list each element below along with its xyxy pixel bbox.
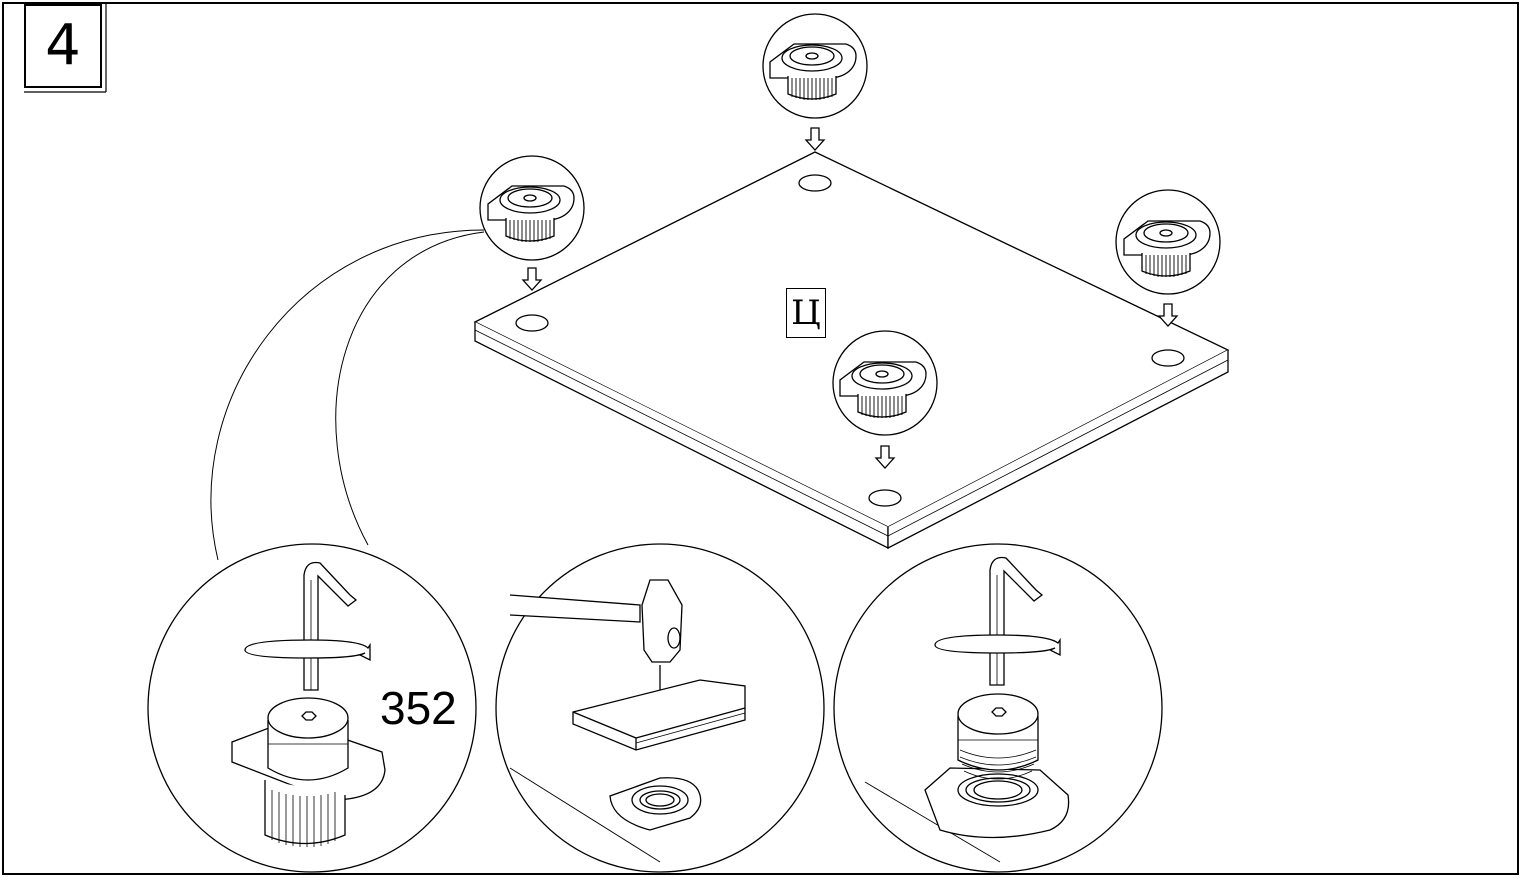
panel-board bbox=[473, 151, 1230, 550]
panel-label: Ц bbox=[786, 288, 826, 338]
part-number: 352 bbox=[380, 682, 457, 734]
callout-top bbox=[762, 13, 868, 119]
callout-right bbox=[1115, 189, 1221, 295]
down-arrow-icon bbox=[805, 127, 825, 151]
detail-hex-key-insert bbox=[147, 543, 477, 873]
step-number-box: 4 bbox=[24, 4, 102, 88]
step-number: 4 bbox=[45, 13, 81, 78]
hammer-icon bbox=[509, 579, 683, 718]
detail-hex-key-tighten bbox=[833, 543, 1163, 873]
callout-left bbox=[479, 155, 585, 261]
rotation-arrow-icon bbox=[244, 639, 371, 662]
callout-center bbox=[832, 330, 938, 436]
rotation-arrow-icon bbox=[934, 634, 1061, 657]
detail-hammer bbox=[495, 543, 825, 873]
down-arrow-icon bbox=[522, 267, 542, 291]
